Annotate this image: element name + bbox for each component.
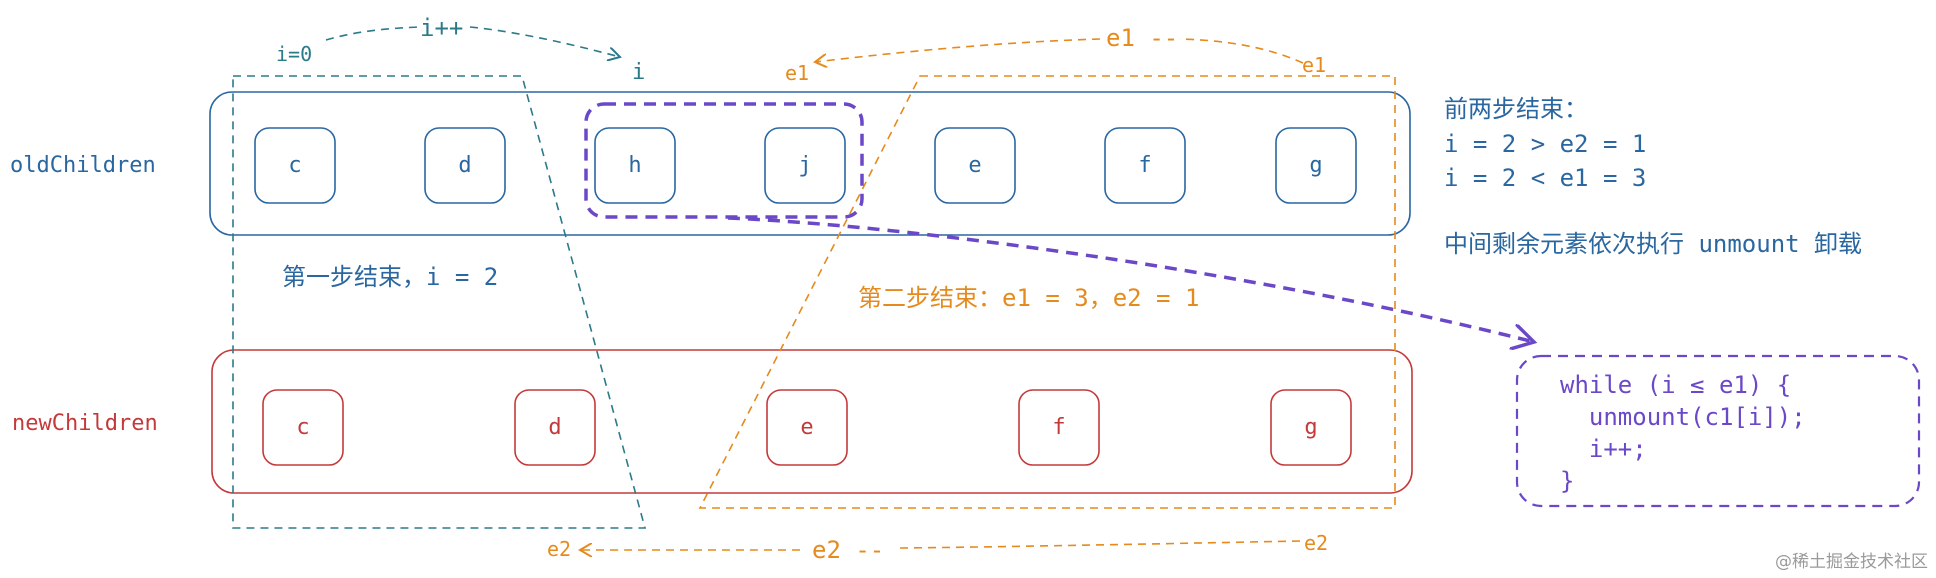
note-line4: 中间剩余元素依次执行 unmount 卸载 [1444, 230, 1862, 258]
remaining-elements-highlight [584, 102, 864, 219]
e2-decrement-label: e2 -- [812, 536, 884, 564]
e1-decrement-arrow [815, 38, 1304, 63]
old-node-g: g [1275, 127, 1357, 204]
e1-left-label: e1 [785, 61, 809, 85]
old-children-label: oldChildren [10, 153, 156, 178]
old-node-label: h [628, 153, 641, 178]
e2-right-label: e2 [1304, 531, 1328, 555]
unmount-arrow [727, 216, 1534, 342]
old-node-c: c [254, 127, 336, 204]
new-children-container [211, 349, 1413, 494]
first-step-region [232, 75, 647, 529]
code-line3: i++; [1560, 435, 1647, 463]
new-node-d: d [514, 389, 596, 466]
old-node-h: h [594, 127, 676, 204]
old-node-label: d [458, 153, 471, 178]
code-line1: while (i ≤ e1) { [1560, 371, 1791, 399]
new-node-label: d [548, 415, 561, 440]
old-node-label: e [968, 153, 981, 178]
old-node-d: d [424, 127, 506, 204]
new-node-c: c [262, 389, 344, 466]
i-zero-label: i=0 [276, 42, 312, 66]
new-node-label: f [1052, 415, 1065, 440]
old-node-f: f [1104, 127, 1186, 204]
old-children-container [209, 91, 1411, 236]
code-line4: } [1560, 467, 1574, 495]
i-increment-arrow [325, 26, 620, 57]
old-node-label: f [1138, 153, 1151, 178]
e1-right-label: e1 [1302, 53, 1326, 77]
e2-decrement-arrow [580, 541, 1301, 550]
old-node-e: e [934, 127, 1016, 204]
new-children-label: newChildren [12, 411, 158, 436]
e2-left-label: e2 [547, 537, 571, 561]
old-node-label: c [288, 153, 301, 178]
code-box [1515, 354, 1921, 508]
note-line3: i = 2 < e1 = 3 [1444, 164, 1646, 192]
step1-caption: 第一步结束，i = 2 [282, 263, 498, 291]
new-node-f: f [1018, 389, 1100, 466]
new-node-label: e [800, 415, 813, 440]
old-node-label: j [798, 153, 811, 178]
old-node-j: j [764, 127, 846, 204]
note-line2: i = 2 > e2 = 1 [1444, 130, 1646, 158]
new-node-e: e [766, 389, 848, 466]
new-node-g: g [1270, 389, 1352, 466]
old-node-label: g [1309, 153, 1322, 178]
step2-caption: 第二步结束：e1 = 3，e2 = 1 [858, 284, 1199, 312]
note-line1: 前两步结束： [1444, 95, 1588, 123]
watermark: @稀土掘金技术社区 [1775, 552, 1928, 572]
new-node-label: c [296, 415, 309, 440]
new-node-label: g [1304, 415, 1317, 440]
e1-decrement-label: e1 -- [1106, 24, 1178, 52]
i-increment-label: i++ [420, 14, 463, 42]
i-label: i [632, 60, 645, 85]
code-line2: unmount(c1[i]); [1560, 403, 1806, 431]
